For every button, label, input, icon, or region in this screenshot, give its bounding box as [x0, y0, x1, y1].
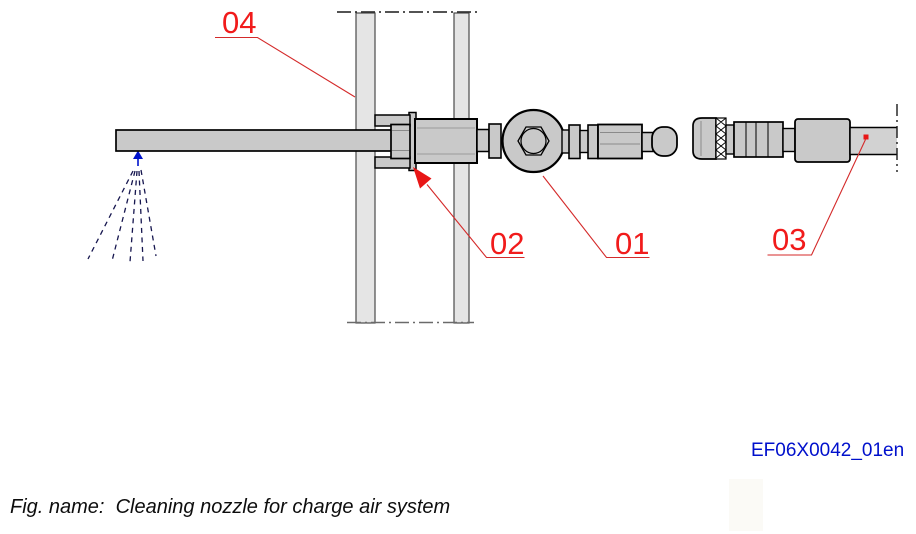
coupling-nipple-ball — [651, 126, 678, 157]
nozzle-tube — [115, 129, 399, 152]
lance-tube — [115, 129, 399, 152]
callout-label-02: 02 — [490, 226, 525, 261]
spray-ray — [111, 170, 136, 262]
quick-coupling — [692, 117, 851, 163]
leader-04 — [215, 36, 356, 98]
valve-neck-left — [476, 128, 490, 153]
callout-label-03: 03 — [772, 222, 807, 257]
valve-spindle — [520, 127, 547, 155]
knurl-crosshatch — [715, 117, 727, 159]
valve-outlet-cylinder — [597, 123, 643, 160]
spray-pattern — [87, 169, 157, 263]
gland-nut-facets — [392, 130, 409, 151]
coupling-sleeve — [733, 121, 784, 158]
spray-ray — [138, 170, 144, 262]
valve-body-shading — [417, 127, 475, 155]
hose-fitting-block — [794, 118, 851, 163]
valve-ring-a — [568, 124, 581, 160]
scan-artifact — [729, 479, 763, 531]
mounting-flange — [374, 111, 417, 172]
callout-label-01: 01 — [615, 226, 650, 261]
cylinder-shading — [600, 132, 640, 145]
callout-leaders — [215, 36, 869, 259]
spray-ray — [87, 170, 134, 260]
valve-collar-left — [488, 123, 502, 159]
wall-panel-left — [355, 12, 376, 324]
leader-03 — [767, 139, 866, 256]
spray-ray — [140, 169, 157, 257]
callout-label-04: 04 — [222, 5, 257, 40]
coupling-cap — [692, 117, 717, 160]
hose-outline — [849, 126, 897, 156]
gland-nut — [390, 123, 411, 160]
leader-01 — [542, 175, 650, 259]
hose-fill — [850, 127, 897, 155]
sleeve-segments — [745, 122, 769, 157]
drawing-id: EF06X0042_01en — [751, 440, 905, 461]
hose-line — [849, 104, 898, 172]
leader-dot-03 — [863, 134, 869, 140]
leader-02 — [426, 184, 525, 259]
valve-body — [414, 118, 478, 164]
figure-caption: Fig. name: Cleaning nozzle for charge ai… — [10, 496, 451, 518]
arrow-up-icon — [133, 150, 143, 159]
nozzle-outlet-arrow — [133, 150, 143, 166]
leader-arrowhead-02 — [413, 167, 432, 189]
coupling-neck — [725, 124, 735, 155]
spray-ray — [129, 170, 138, 263]
wall-panel-right — [453, 12, 470, 324]
valve-ring-b — [587, 124, 599, 160]
ball-valve-assembly — [414, 108, 678, 174]
coupling-neck-2 — [782, 127, 796, 153]
